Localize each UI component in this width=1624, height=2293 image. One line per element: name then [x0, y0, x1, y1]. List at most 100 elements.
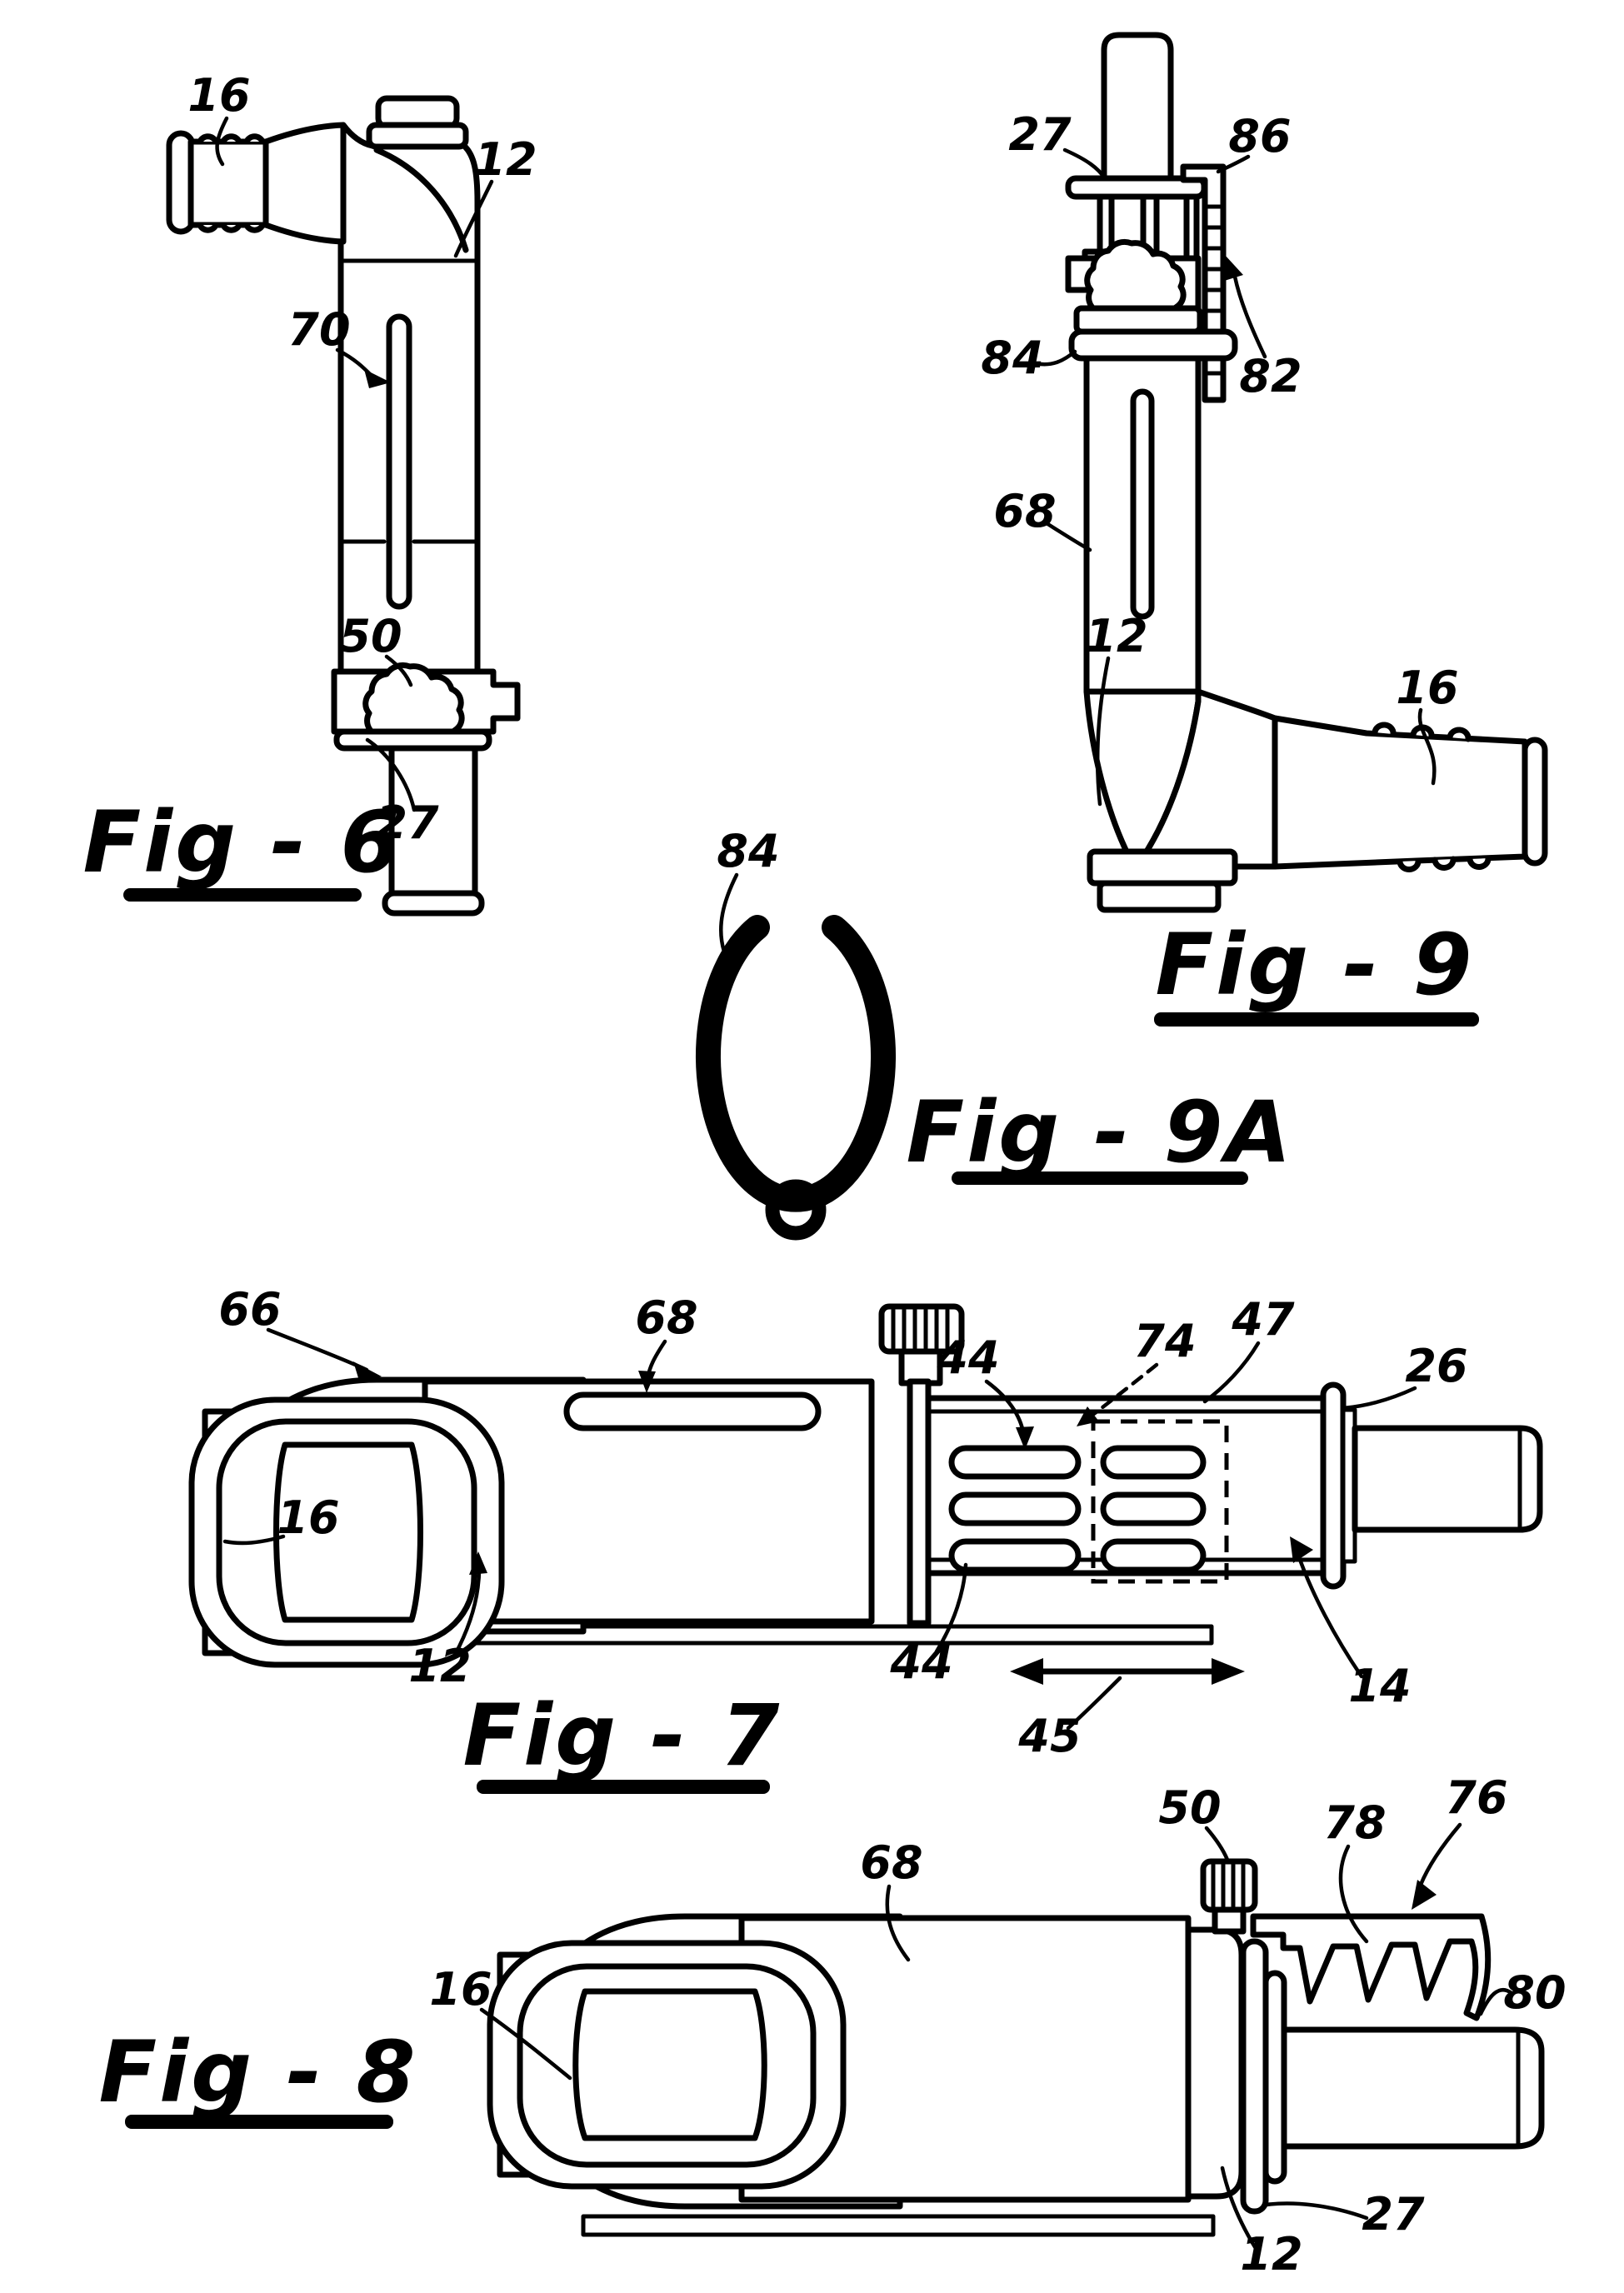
- leader-fig7-45: [1066, 1676, 1122, 1731]
- fig8-knob-50: [1200, 1858, 1258, 1913]
- ref-label-66: 66: [218, 1283, 281, 1336]
- leader-fig6-50: [384, 654, 413, 687]
- figure-caption-fig7: Fig - 7: [463, 1686, 782, 1786]
- fig8-collar-plate-27: [1240, 1938, 1269, 2215]
- figure-caption-fig6: Fig - 6: [83, 793, 402, 892]
- arrowhead-fig7-68: [638, 1371, 656, 1393]
- fig7-vent-slot-44: [948, 1538, 1082, 1573]
- figure-caption-fig9: Fig - 9: [1156, 916, 1475, 1015]
- fig9-bottom-cap-1: [1087, 848, 1238, 887]
- fig9-connector-tube-16: [1272, 715, 1528, 870]
- fig9-bottom-cap-2: [1097, 880, 1222, 913]
- fig7-plug: [1352, 1425, 1543, 1533]
- leader-fig7-26: [1341, 1386, 1417, 1411]
- arrowhead-fig8-76: [1412, 1880, 1437, 1910]
- fig9-band: [1073, 305, 1203, 335]
- ref-label-74: 74: [1133, 1315, 1196, 1367]
- leader-fig9-84: [1032, 349, 1077, 367]
- figure-caption-fig9a: Fig - 9A: [907, 1083, 1294, 1182]
- figure-7: 66 68 16 12 44 74 47 26 44 45 14 Fig - 7: [188, 1283, 1543, 1794]
- leader-fig7-16: [222, 1534, 286, 1546]
- fig7-knob-stem: [898, 1348, 943, 1386]
- fig8-knob-stem: [1212, 1906, 1247, 1935]
- arrowhead-fig7-45-left: [1010, 1658, 1043, 1685]
- ref-label-16: 16: [429, 1963, 492, 2016]
- ref-label-68: 68: [860, 1836, 922, 1889]
- leader-fig9-86: [1216, 154, 1251, 174]
- leader-fig9-68: [1044, 521, 1092, 552]
- ref-label-44-top: 44: [936, 1331, 999, 1384]
- leader-fig8-50: [1204, 1826, 1230, 1862]
- caption-underline-fig9: [1154, 1012, 1479, 1027]
- ref-label-27: 27: [1008, 108, 1072, 161]
- leader-fig9-27: [1062, 147, 1107, 181]
- fig6-connector-tube: [187, 138, 269, 228]
- fig9-connector-end-cap: [1522, 737, 1548, 867]
- figure-8: 50 78 76 80 68 16 27 12 Fig - 8: [99, 1771, 1567, 2281]
- leader-fig9-12: [1096, 656, 1111, 807]
- fig8-neck-12: [1185, 1926, 1245, 2200]
- fig8-plug: [1281, 2026, 1545, 2150]
- leader-fig8-78: [1338, 1844, 1369, 1944]
- fig9-clip-bar-84: [1068, 328, 1238, 362]
- ref-label-84: 84: [717, 825, 779, 877]
- fig6-shoulder-curve: [373, 147, 469, 253]
- fig8-bottom-rail: [581, 2214, 1216, 2237]
- fig7-vent-slot-44: [1100, 1538, 1207, 1573]
- fig7-dashed-zone-74: [1091, 1419, 1229, 1584]
- ref-label-27: 27: [1362, 2188, 1425, 2241]
- fig6-connector-taper: [262, 122, 347, 245]
- caption-underline-fig9a: [952, 1171, 1248, 1185]
- fig8-cap-inner-16: [572, 1988, 767, 2141]
- leader-fig7-44-bottom: [934, 1562, 968, 1654]
- figure-9: 27 86 84 82 68 12 16 Fig - 9: [981, 32, 1548, 1027]
- ref-label-78: 78: [1323, 1796, 1386, 1849]
- arrowhead-fig7-45-right: [1212, 1658, 1245, 1685]
- ref-label-76: 76: [1445, 1771, 1507, 1824]
- ref-label-86: 86: [1228, 110, 1291, 162]
- fig6-barbs-bottom: [197, 222, 266, 233]
- fig9-slot: [1130, 388, 1155, 620]
- ref-label-47: 47: [1231, 1293, 1295, 1346]
- fig6-stem-cap: [382, 890, 485, 917]
- ref-label-50: 50: [339, 610, 402, 662]
- leader-fig9-16: [1417, 707, 1437, 786]
- arrowhead-fig7-12: [469, 1551, 487, 1575]
- leader-fig8-27: [1264, 2201, 1369, 2221]
- fig6-stem: [388, 745, 478, 898]
- ref-label-70: 70: [287, 303, 350, 356]
- ref-label-45: 45: [1017, 1710, 1081, 1762]
- ref-label-82: 82: [1239, 350, 1302, 402]
- fig7-vent-slot-44: [948, 1445, 1082, 1480]
- fig7-vent-slot-44: [1100, 1491, 1207, 1526]
- fig9-stem: [1101, 32, 1174, 182]
- leader-fig7-74-dashed: [1086, 1362, 1159, 1421]
- fig9-barbs-bottom: [1397, 855, 1492, 872]
- caption-underline-fig7: [477, 1780, 770, 1794]
- ref-label-26: 26: [1405, 1340, 1467, 1392]
- ref-label-12: 12: [474, 133, 537, 186]
- fig9-mechanism-lines: [1097, 193, 1200, 270]
- leader-fig8-12: [1220, 2166, 1259, 2252]
- fig7-slot-68: [563, 1391, 822, 1431]
- fig9a-clip-84: [696, 915, 896, 1212]
- leader-fig6-12: [453, 179, 494, 258]
- fig6-cap-band: [366, 122, 469, 150]
- ref-label-80: 80: [1503, 1966, 1566, 2019]
- leader-fig6-27: [365, 737, 417, 812]
- leader-fig7-66: [266, 1327, 369, 1372]
- arrowhead-fig7-44-top: [1016, 1426, 1034, 1450]
- fig7-cap-inner-16: [273, 1441, 423, 1623]
- ref-label-12: 12: [408, 1640, 471, 1692]
- arrowhead-fig7-74: [1077, 1406, 1099, 1426]
- leader-fig8-68: [885, 1884, 911, 1962]
- leader-fig7-47: [1202, 1341, 1261, 1404]
- figure-9a: 84 Fig - 9A: [696, 825, 1294, 1241]
- ref-label-27: 27: [376, 797, 439, 849]
- caption-underline-fig8: [125, 2115, 393, 2129]
- leader-fig7-14: [1296, 1552, 1364, 1679]
- ref-label-16: 16: [277, 1491, 339, 1544]
- arrowhead-fig7-14: [1290, 1536, 1313, 1563]
